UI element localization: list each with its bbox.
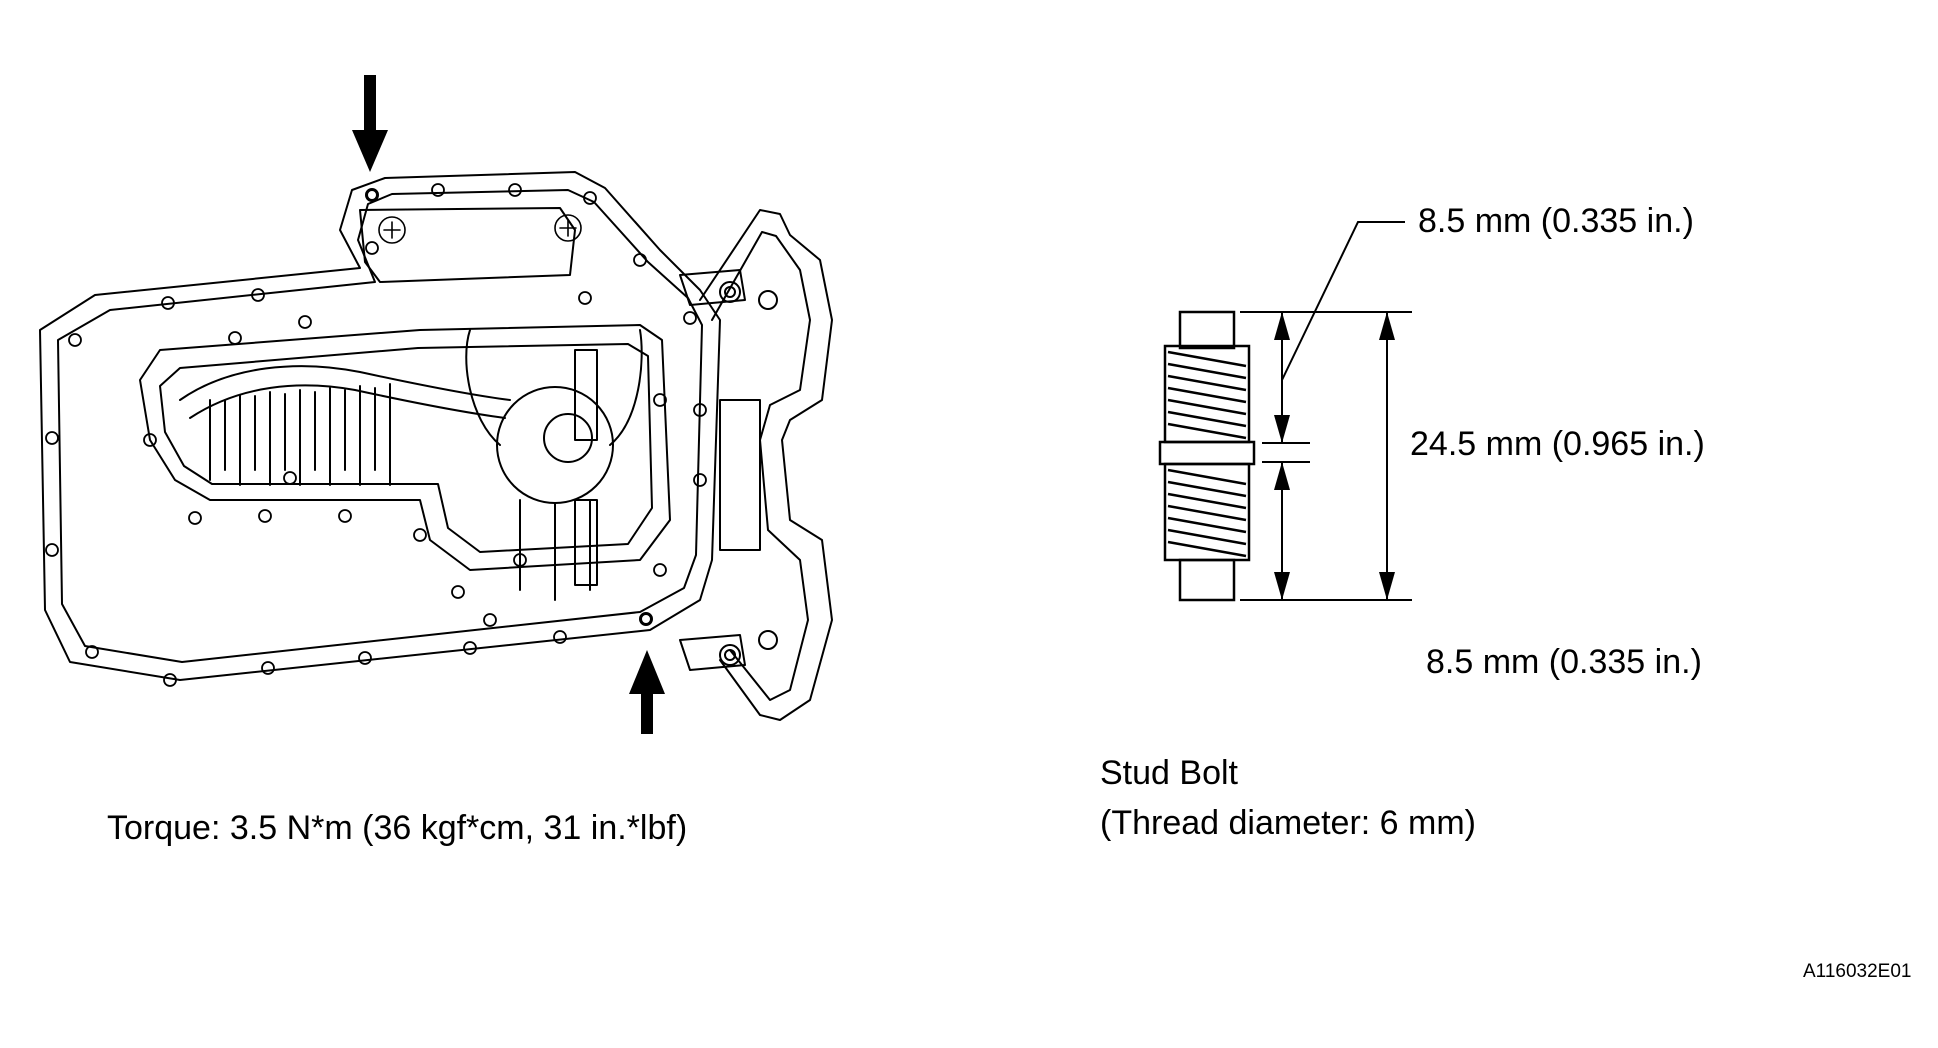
oil-pickup-inner bbox=[543, 413, 593, 463]
flange-bolt-holes bbox=[45, 183, 707, 687]
stud-dimension-top: 8.5 mm (0.335 in.) bbox=[1418, 202, 1694, 240]
oil-pan-inner-flange bbox=[57, 189, 703, 663]
oil-pan-drawing bbox=[39, 171, 833, 721]
arrow-icon bbox=[629, 650, 665, 734]
arrow-icon bbox=[352, 75, 388, 172]
dimension-lines bbox=[1240, 221, 1412, 601]
stud-thread-diameter: (Thread diameter: 6 mm) bbox=[1100, 804, 1476, 842]
figure-code: A116032E01 bbox=[1803, 961, 1912, 982]
top-cover-plate bbox=[359, 207, 576, 283]
right-bracket-inner bbox=[711, 231, 811, 701]
oil-pan-sump-inner bbox=[159, 343, 653, 553]
stud-location-top-marker bbox=[365, 188, 379, 202]
internal-channel bbox=[179, 365, 511, 401]
oil-pan-sump bbox=[139, 324, 671, 571]
cover-screws bbox=[378, 214, 582, 244]
dimension-arrowheads bbox=[1274, 312, 1395, 600]
stud-dimension-bottom: 8.5 mm (0.335 in.) bbox=[1426, 643, 1702, 681]
stud-location-bottom-marker bbox=[639, 612, 653, 626]
pickup-tube bbox=[465, 329, 643, 446]
stud-bolt-title: Stud Bolt bbox=[1100, 754, 1238, 792]
stud-bolt-drawing bbox=[1158, 310, 1256, 602]
oil-pan-outer-flange bbox=[39, 171, 721, 681]
stud-dimension-total: 24.5 mm (0.965 in.) bbox=[1410, 425, 1705, 463]
baffle-ribs bbox=[209, 383, 391, 486]
oil-pickup-outer bbox=[496, 386, 614, 504]
torque-spec: Torque: 3.5 N*m (36 kgf*cm, 31 in.*lbf) bbox=[107, 809, 688, 847]
right-bracket bbox=[699, 209, 833, 721]
